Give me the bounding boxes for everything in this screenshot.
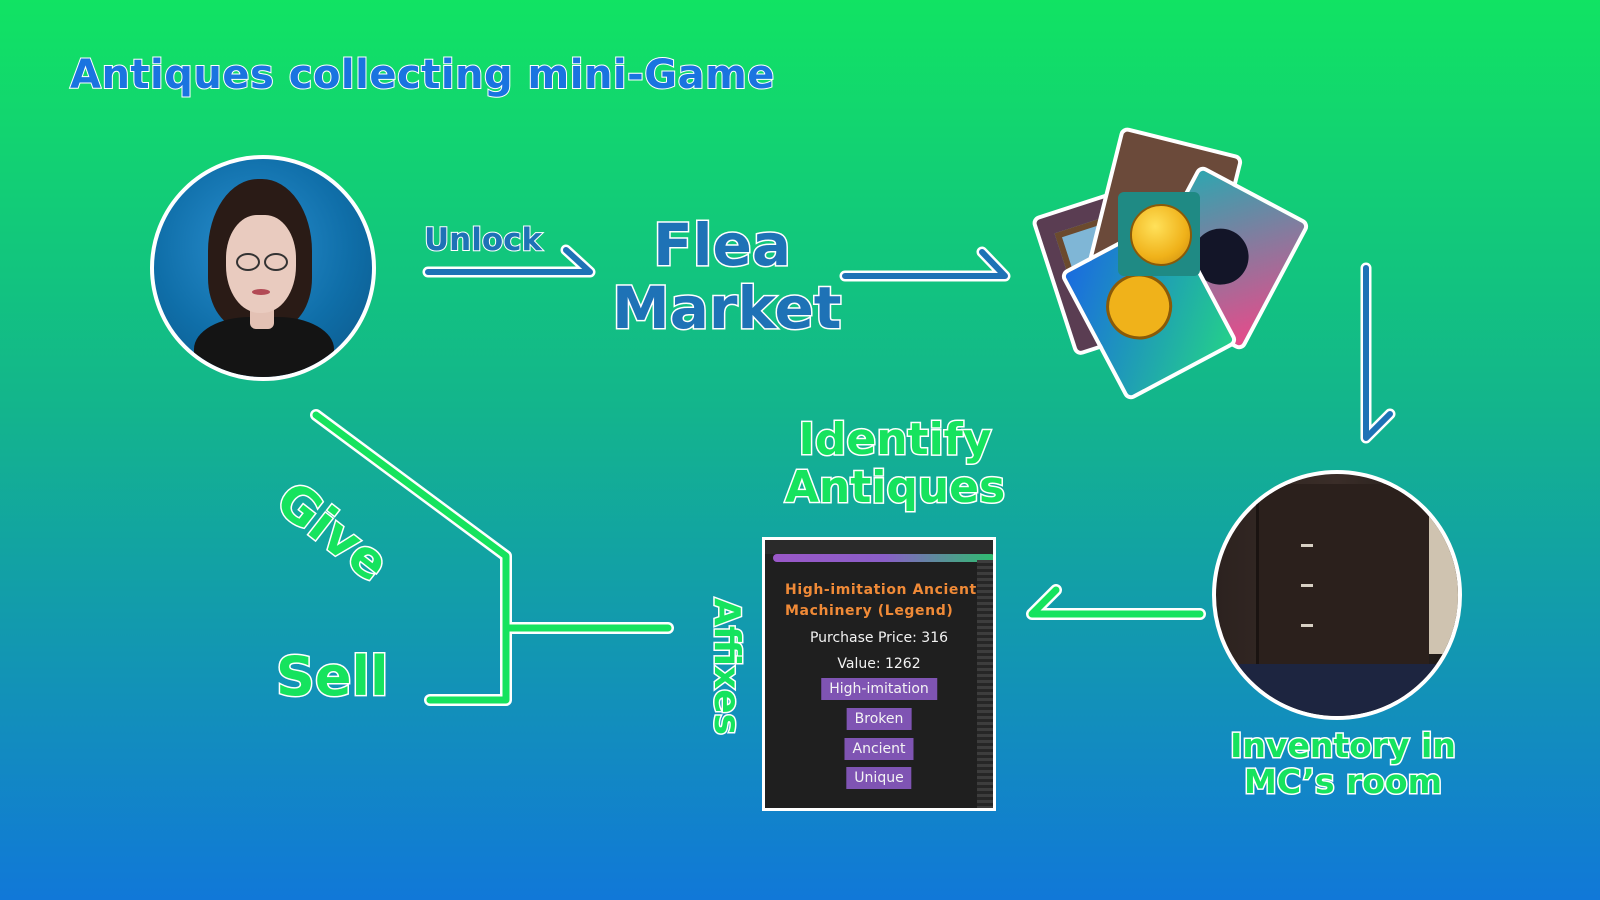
room-to-identify-arrow — [1026, 584, 1206, 620]
affixes-label: Affixes — [704, 596, 748, 736]
antique-info-panel: High-imitation Ancient Machinery (Legend… — [762, 537, 996, 811]
page-title: Antiques collecting mini-Game — [69, 51, 775, 99]
flea-market-label: Flea Market — [611, 211, 844, 342]
affix-tag: Ancient — [844, 738, 914, 760]
item-name: High-imitation Ancient Machinery (Legend… — [785, 582, 977, 619]
portrait-lips — [252, 289, 270, 295]
glasses-icon — [264, 253, 288, 271]
identify-line-2: Antiques — [783, 461, 1006, 513]
inventory-line-1: Inventory in — [1229, 726, 1458, 765]
identify-line-1: Identify — [797, 414, 993, 465]
identify-antiques-label: Identify Antiques — [770, 414, 1020, 513]
drawer-handle — [1301, 624, 1313, 627]
wardrobe — [1256, 484, 1429, 667]
character-portrait — [150, 155, 376, 381]
flea-market-line-1: Flea — [652, 211, 793, 279]
affix-tag: Unique — [846, 767, 912, 789]
glasses-icon — [236, 253, 260, 271]
affix-tag: High-imitation — [821, 678, 937, 700]
rarity-bar — [773, 554, 993, 562]
room-floor — [1216, 664, 1458, 716]
coin-disc — [1130, 204, 1192, 266]
drawer-handle — [1301, 584, 1313, 587]
drawer-handle — [1301, 544, 1313, 547]
market-to-cards-arrow — [839, 246, 1011, 282]
inventory-line-2: MC’s room — [1243, 761, 1444, 801]
unlock-label: Unlock — [423, 221, 543, 259]
unlock-arrow — [422, 244, 596, 278]
panel-scrollbar — [977, 560, 993, 808]
flea-market-line-2: Market — [611, 273, 844, 342]
sell-label: Sell — [275, 645, 391, 708]
panel-header — [765, 540, 993, 554]
purchase-price: Purchase Price: 316 — [809, 630, 949, 646]
cards-to-room-arrow — [1360, 262, 1396, 444]
inventory-label: Inventory in MC’s room — [1218, 726, 1468, 801]
item-value: Value: 1262 — [837, 656, 921, 672]
skull-coin-icon — [1118, 192, 1200, 276]
give-sell-bracket — [310, 409, 674, 706]
mc-room-image — [1212, 470, 1462, 720]
affix-tag: Broken — [846, 708, 912, 730]
